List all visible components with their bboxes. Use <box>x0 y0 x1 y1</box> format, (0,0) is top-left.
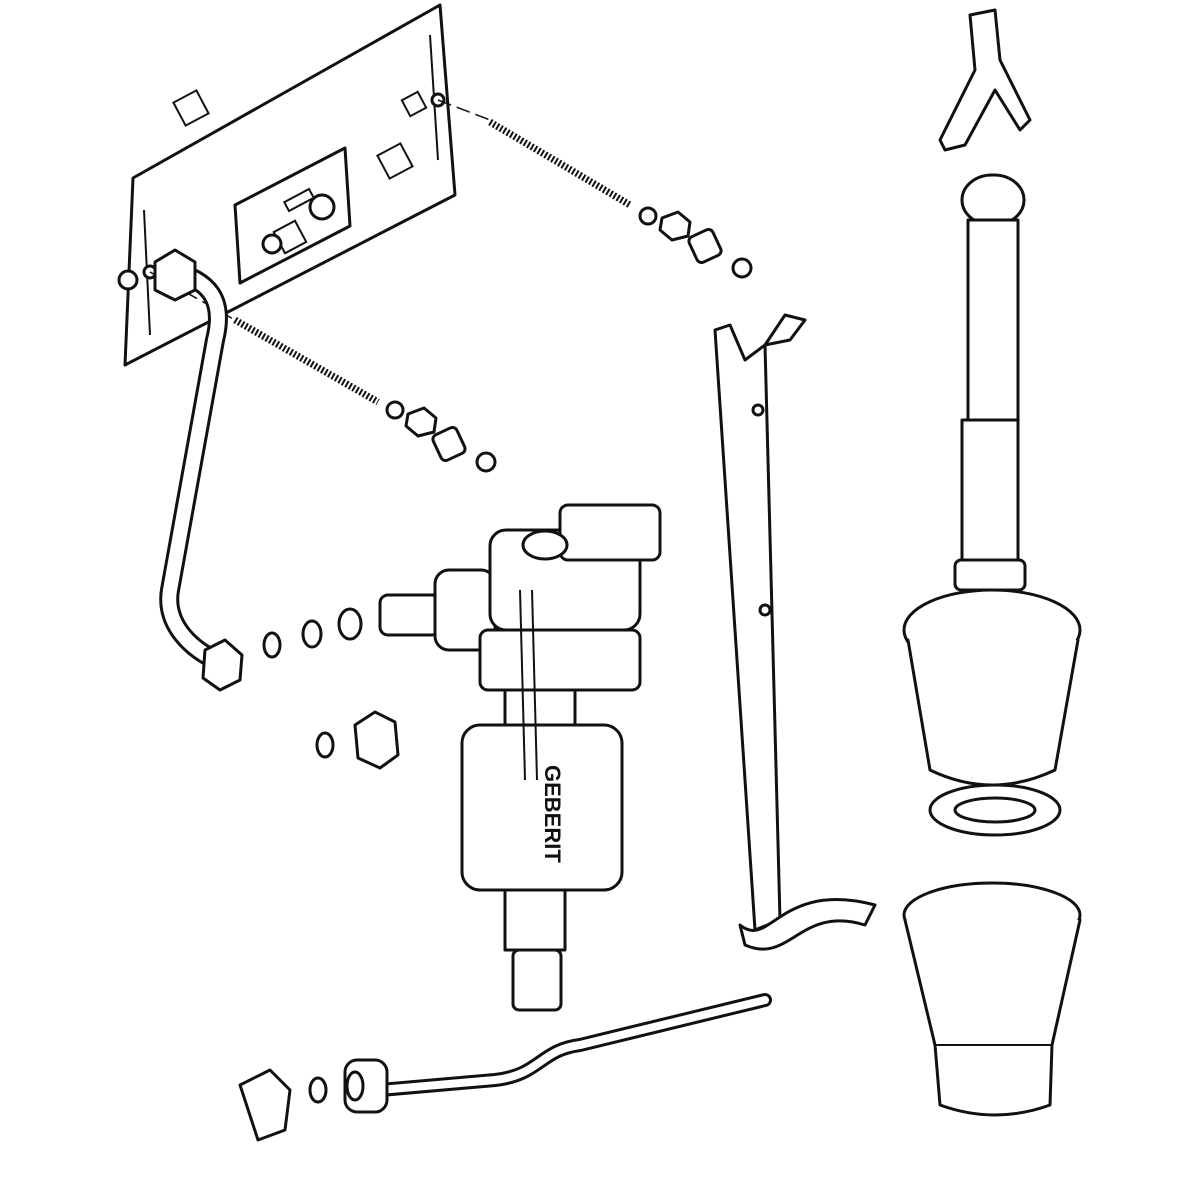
mounting-plate <box>123 3 491 367</box>
float-lettering: GEBERIT <box>540 765 565 863</box>
threaded-rod-upper <box>488 118 753 279</box>
fill-valve: GEBERIT <box>378 503 662 1012</box>
flush-valve <box>902 8 1082 837</box>
threaded-rod-lower <box>233 316 497 473</box>
mounting-bracket <box>713 313 877 951</box>
flush-valve-cup <box>902 881 1082 1117</box>
seal-washers <box>262 607 400 770</box>
connection-pipe <box>117 248 244 692</box>
inlet-rod <box>238 993 772 1142</box>
